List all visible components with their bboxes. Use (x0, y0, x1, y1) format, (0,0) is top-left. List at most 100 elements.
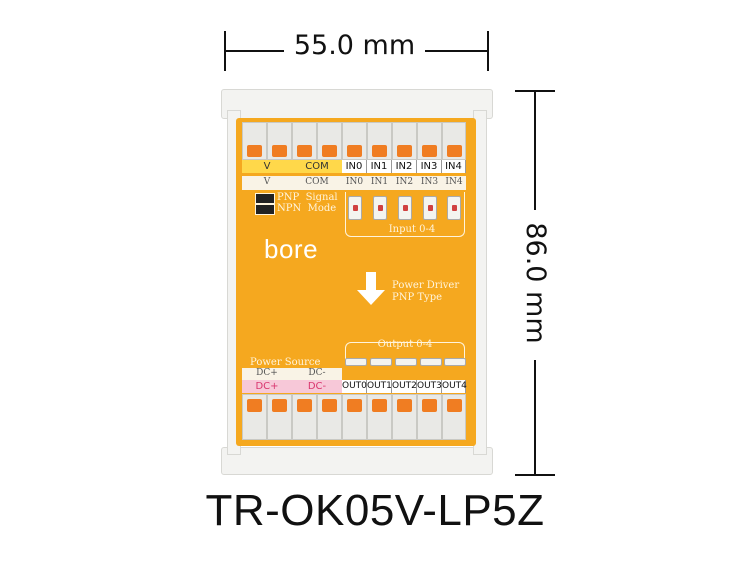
label-top-v: V (242, 160, 292, 173)
terminal-bottom-4[interactable] (317, 394, 342, 440)
input-led-1-chip (378, 205, 383, 211)
din-rail-top (221, 89, 493, 119)
label-bottom-out3: OUT3 (417, 380, 442, 393)
width-dim-line-right (425, 50, 487, 52)
terminal-top-4[interactable] (317, 122, 342, 160)
driver-line-2: PNP Type (392, 292, 443, 303)
lever-bottom-4[interactable] (322, 399, 337, 412)
mode-line-npn: NPN Mode (277, 203, 337, 214)
lever-top-8[interactable] (422, 145, 437, 157)
label-top-in0: IN0 (342, 160, 367, 173)
width-dim-line-left (226, 50, 284, 52)
terminal-top-3[interactable] (292, 122, 317, 160)
input-led-1 (373, 196, 387, 220)
lever-bottom-8[interactable] (422, 399, 437, 412)
silk-bottom-dcplus: DC+ (256, 368, 278, 378)
width-dim-tick-left (224, 31, 226, 71)
silk-top-v: V (263, 177, 271, 187)
output-led-3 (420, 358, 442, 366)
terminal-bottom-8[interactable] (417, 394, 442, 440)
lever-top-9[interactable] (447, 145, 462, 157)
silk-top-strip (242, 176, 466, 190)
terminal-top-2[interactable] (267, 122, 292, 160)
input-group-outline (345, 192, 465, 237)
output-led-1 (370, 358, 392, 366)
terminal-top-9[interactable] (442, 122, 466, 160)
silk-top-in4: IN4 (445, 177, 463, 187)
lever-bottom-5[interactable] (347, 399, 362, 412)
terminal-top-8[interactable] (417, 122, 442, 160)
terminal-top-1[interactable] (242, 122, 267, 160)
lever-bottom-3[interactable] (297, 399, 312, 412)
silk-bottom-strip (242, 368, 342, 380)
width-dimension-label: 55.0 mm (293, 30, 416, 61)
terminal-bottom-1[interactable] (242, 394, 267, 440)
silk-top-in2: IN2 (395, 177, 414, 187)
height-dim-tick-bottom (515, 474, 555, 476)
output-group-label: Output 0-4 (377, 339, 433, 350)
terminal-top-6[interactable] (367, 122, 392, 160)
lever-bottom-1[interactable] (247, 399, 262, 412)
height-dim-line-top (534, 92, 536, 210)
terminal-bottom-3[interactable] (292, 394, 317, 440)
input-led-4-chip (452, 205, 457, 211)
label-top-in2: IN2 (392, 160, 417, 173)
terminal-bottom-5[interactable] (342, 394, 367, 440)
input-led-0 (348, 196, 362, 220)
terminal-bottom-7[interactable] (392, 394, 417, 440)
down-arrow-icon (357, 272, 385, 305)
input-group-label: Input 0-4 (388, 224, 436, 235)
label-top-in1: IN1 (367, 160, 392, 173)
mode-line-pnp: PNP Signal (277, 192, 338, 203)
terminal-top-7[interactable] (392, 122, 417, 160)
input-led-2 (398, 196, 412, 220)
terminal-bottom-9[interactable] (442, 394, 466, 440)
label-top-com: COM (292, 160, 342, 173)
input-led-3-chip (428, 205, 433, 211)
output-group-outline (345, 342, 465, 364)
silk-top-in1: IN1 (370, 177, 389, 187)
lever-bottom-2[interactable] (272, 399, 287, 412)
model-name: TR-OK05V-LP5Z (205, 486, 545, 535)
terminal-bottom-6[interactable] (367, 394, 392, 440)
height-dimension-label: 86.0 mm (520, 222, 551, 344)
lever-top-2[interactable] (272, 145, 287, 157)
lever-top-4[interactable] (322, 145, 337, 157)
bottom-terminal-row (242, 394, 466, 440)
terminal-top-5[interactable] (342, 122, 367, 160)
lever-top-1[interactable] (247, 145, 262, 157)
din-rail-bottom (221, 447, 493, 475)
terminal-bottom-2[interactable] (267, 394, 292, 440)
mode-jumper-npn[interactable] (255, 204, 275, 215)
lever-top-3[interactable] (297, 145, 312, 157)
brand-logo: bore (264, 234, 319, 264)
silk-top-com: COM (305, 177, 329, 187)
label-bottom-dcplus: DC+ (242, 380, 292, 393)
label-top-in3: IN3 (417, 160, 442, 173)
lever-bottom-9[interactable] (447, 399, 462, 412)
mode-jumper-pnp[interactable] (255, 193, 275, 204)
silk-top-in3: IN3 (420, 177, 439, 187)
silk-bottom-dcminus: DC- (308, 368, 326, 378)
lever-top-6[interactable] (372, 145, 387, 157)
label-bottom-out2: OUT2 (392, 380, 417, 393)
lever-bottom-7[interactable] (397, 399, 412, 412)
label-top-in4: IN4 (442, 160, 466, 173)
silk-top-in0: IN0 (345, 177, 364, 187)
lever-top-7[interactable] (397, 145, 412, 157)
top-terminal-row (242, 122, 466, 160)
input-led-2-chip (403, 205, 408, 211)
height-dim-tick-top (515, 90, 555, 92)
output-led-2 (395, 358, 417, 366)
label-bottom-out0: OUT0 (342, 380, 367, 393)
height-dim-line-bottom (534, 360, 536, 474)
input-led-4 (447, 196, 461, 220)
output-led-0 (345, 358, 367, 366)
label-bottom-dcminus: DC- (292, 380, 342, 393)
label-bottom-out1: OUT1 (367, 380, 392, 393)
lever-bottom-6[interactable] (372, 399, 387, 412)
input-led-0-chip (353, 205, 358, 211)
label-bottom-out4: OUT4 (442, 380, 467, 393)
lever-top-5[interactable] (347, 145, 362, 157)
output-led-4 (444, 358, 466, 366)
